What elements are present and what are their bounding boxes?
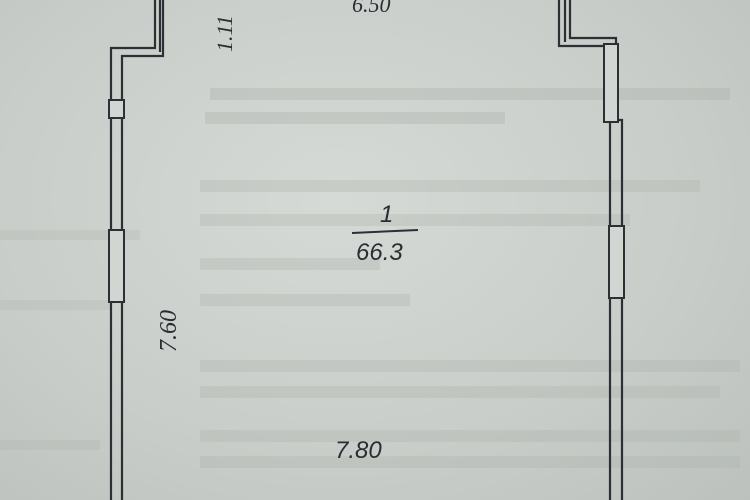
room-label-divider: [351, 229, 419, 234]
dimension-left-height: 7.60: [156, 310, 182, 352]
right-wall-window-top: [603, 43, 619, 123]
bleed-through-text: [0, 88, 740, 468]
dimension-top-offset: 1.11: [212, 15, 237, 52]
dimension-top-width: 6.50: [352, 0, 391, 17]
right-wall-window-middle: [608, 225, 625, 299]
left-wall-window-top: [108, 99, 125, 119]
room-number: 1: [380, 201, 393, 228]
room-area: 66.3: [356, 239, 403, 266]
dimension-bottom-width: 7.80: [335, 437, 382, 464]
left-wall-window-middle: [108, 229, 125, 303]
room-label: 1 66.3: [351, 201, 419, 266]
